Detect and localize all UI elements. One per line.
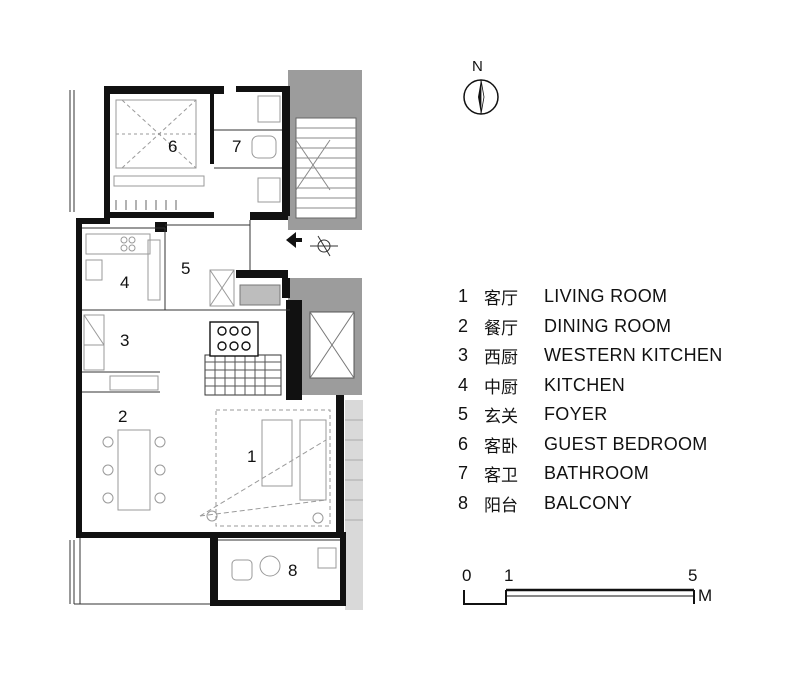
scale-bar: 0 1 5 M (462, 566, 722, 610)
room-label-8: 8 (288, 561, 297, 580)
legend-row: 8 阳台 BALCONY (458, 489, 788, 519)
hatch-elements (83, 269, 281, 371)
interior-stair (205, 355, 281, 395)
compass-icon (463, 79, 499, 115)
legend-num: 1 (458, 286, 469, 307)
legend-en: KITCHEN (544, 374, 626, 395)
scale-tick-label: 0 (462, 566, 472, 585)
scale-unit: M (698, 586, 713, 605)
legend-cn: 西厨 (484, 348, 518, 369)
partitions (69, 90, 340, 605)
legend-cn: 客厅 (484, 289, 518, 310)
legend-en: WESTERN KITCHEN (544, 345, 723, 366)
room-label-7: 7 (232, 137, 241, 156)
room-label-1: 1 (247, 447, 256, 466)
legend-row: 3 西厨 WESTERN KITCHEN (458, 341, 788, 371)
legend-num: 8 (458, 492, 469, 513)
room-legend: 1 客厅 LIVING ROOM 2 餐厅 DINING ROOM 3 西厨 WESTERN… (458, 282, 788, 518)
stair-core (288, 70, 363, 610)
north-label: N (472, 58, 483, 75)
room-label-4: 4 (120, 273, 129, 292)
scale-tick-label: 1 (504, 566, 514, 585)
room-label-6: 6 (168, 137, 177, 156)
person-icon (310, 235, 338, 257)
legend-cn: 玄关 (484, 407, 518, 428)
legend-row: 5 玄关 FOYER (458, 400, 788, 430)
legend-en: GUEST BEDROOM (544, 433, 708, 454)
legend-row: 7 客卫 BATHROOM (458, 459, 788, 489)
scale-bar-graphic (463, 588, 695, 605)
legend-cn: 客卫 (484, 466, 518, 487)
furniture (85, 95, 337, 581)
legend-num: 6 (458, 433, 469, 454)
legend-num: 4 (458, 374, 469, 395)
entry-arrow-icon (286, 232, 302, 248)
legend-num: 3 (458, 345, 469, 366)
legend-en: DINING ROOM (544, 315, 672, 336)
legend-row: 2 餐厅 DINING ROOM (458, 312, 788, 342)
room-label-2: 2 (118, 407, 127, 426)
legend-num: 5 (458, 404, 469, 425)
legend-cn: 中厨 (484, 377, 518, 398)
legend-row: 1 客厅 LIVING ROOM (458, 282, 788, 312)
legend-cn: 阳台 (484, 495, 518, 516)
room-label-3: 3 (120, 331, 129, 350)
stove-grid (209, 321, 259, 357)
legend-en: FOYER (544, 404, 608, 425)
legend-en: BALCONY (544, 492, 633, 513)
north-arrow: N (460, 58, 502, 118)
scale-tick-label: 5 (688, 566, 698, 585)
walls (76, 86, 346, 606)
legend-cn: 客卧 (484, 436, 518, 457)
legend-num: 7 (458, 463, 469, 484)
legend-num: 2 (458, 315, 469, 336)
legend-row: 6 客卧 GUEST BEDROOM (458, 430, 788, 460)
room-label-5: 5 (181, 259, 190, 278)
legend-en: BATHROOM (544, 463, 650, 484)
legend-cn: 餐厅 (484, 318, 518, 339)
legend-en: LIVING ROOM (544, 286, 668, 307)
legend-row: 4 中厨 KITCHEN (458, 371, 788, 401)
